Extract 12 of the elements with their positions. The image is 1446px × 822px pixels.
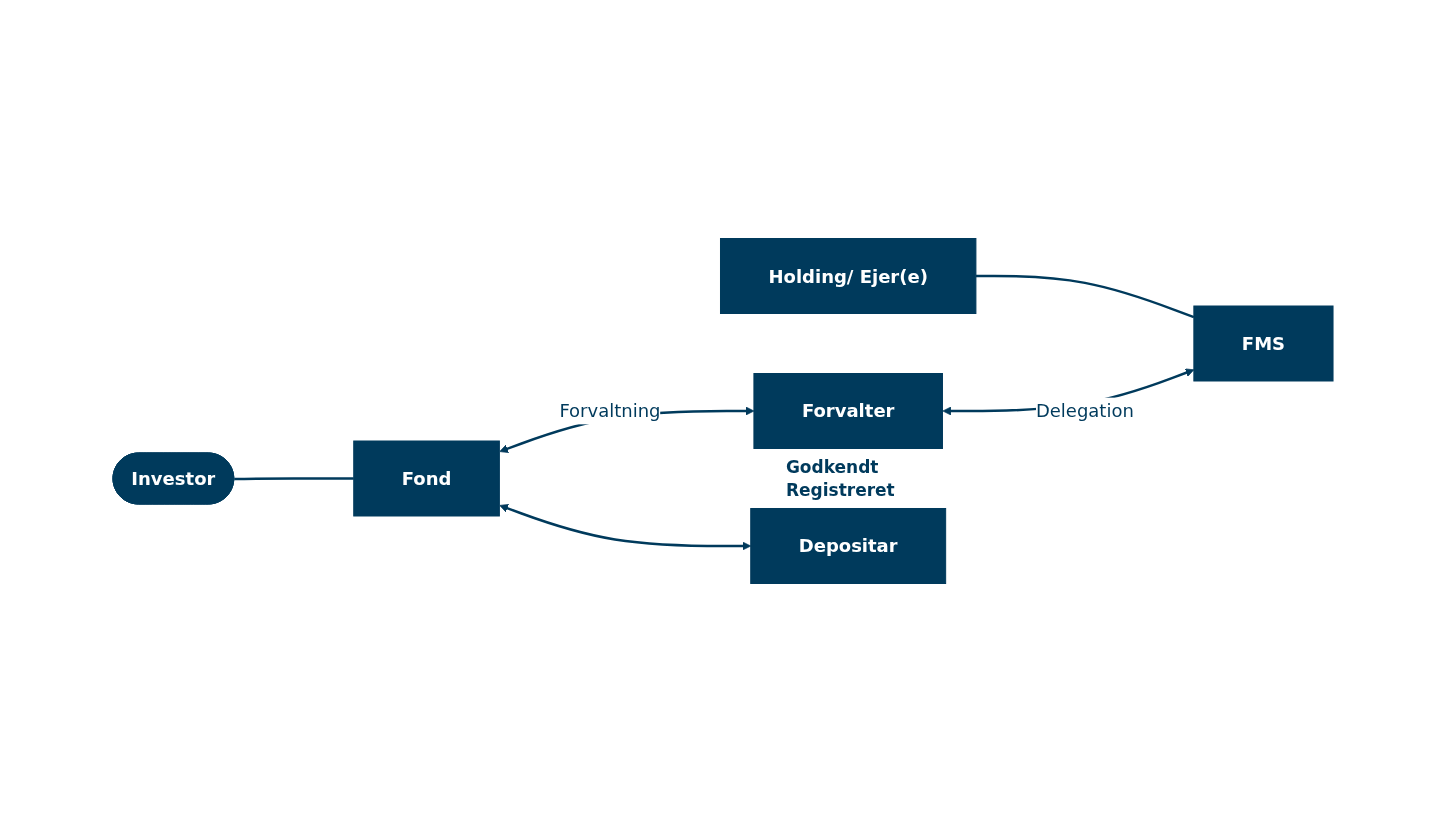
node-box: Depositar <box>750 508 947 584</box>
connector <box>234 477 354 481</box>
node-box: FMS <box>1193 305 1334 382</box>
bullet-note: Registreret <box>785 479 895 503</box>
connector <box>975 274 1195 319</box>
bullet-note: Godkendt <box>785 456 880 480</box>
arrow <box>499 504 752 551</box>
node-box: Fond <box>353 440 500 517</box>
edge-label: Delegation <box>1035 400 1134 422</box>
node-box: Forvalter <box>753 373 943 449</box>
node-box: Holding/ Ejer(e) <box>719 238 977 314</box>
edge-label: Forvaltning <box>559 400 661 422</box>
